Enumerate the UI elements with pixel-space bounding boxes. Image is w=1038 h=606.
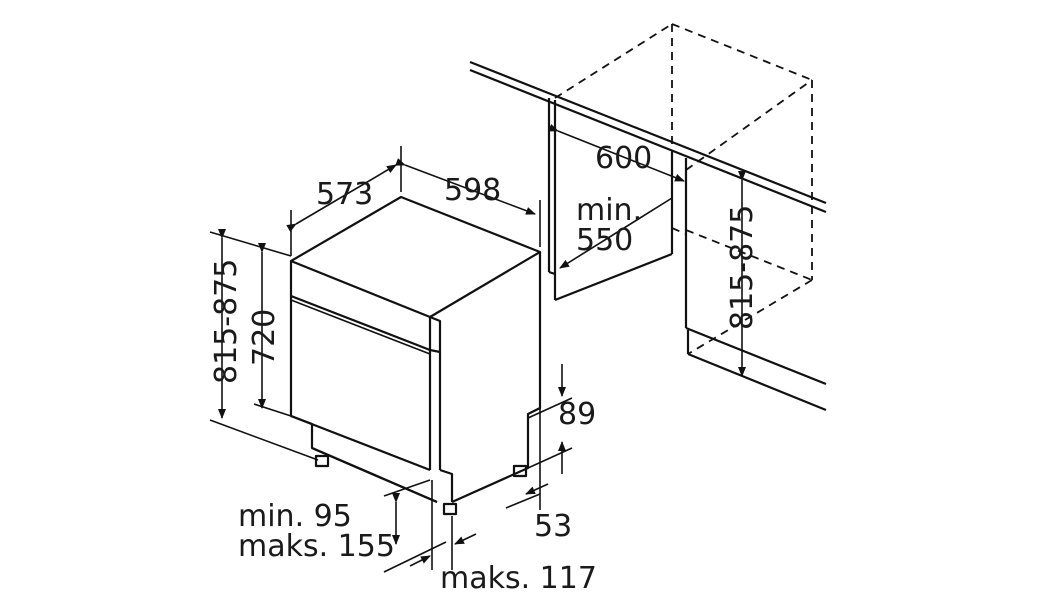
label-598: 598: [444, 173, 501, 208]
label-53: 53: [534, 509, 572, 544]
foot-right: [512, 464, 528, 478]
label-maks-155: maks. 155: [238, 529, 395, 564]
dishwasher-top-face: [289, 195, 542, 319]
label-min: min.: [576, 193, 642, 228]
label-573: 573: [316, 177, 373, 212]
label-maks-117: maks. 117: [440, 561, 597, 596]
label-720: 720: [247, 309, 282, 366]
dishwasher-body: [289, 195, 542, 516]
dimension-lines: [209, 123, 746, 573]
cabinet-outline: [469, 23, 827, 412]
label-600: 600: [595, 141, 652, 176]
dishwasher-front-outline: [289, 261, 438, 504]
label-height-right: 815-875: [725, 205, 760, 330]
label-min-95: min. 95: [238, 499, 352, 534]
foot-left: [314, 454, 330, 468]
label-550: 550: [576, 223, 633, 258]
label-height-left: 815-875: [209, 259, 244, 384]
label-89: 89: [558, 397, 596, 432]
foot-front: [442, 502, 458, 516]
